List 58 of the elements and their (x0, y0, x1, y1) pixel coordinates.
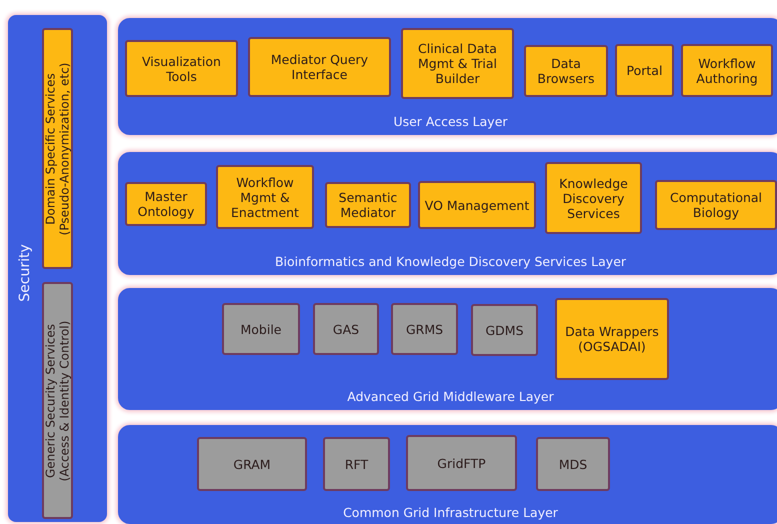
component-label: GDMS (485, 322, 524, 338)
security-column (8, 15, 107, 522)
component-label: Visualization Tools (141, 54, 222, 84)
component-label: Data Browsers (536, 56, 596, 86)
component-box (406, 435, 517, 491)
component-box (248, 37, 391, 97)
layer-title: User Access Layer (392, 114, 509, 129)
component-box (536, 437, 610, 491)
component-label: GRMS (406, 322, 444, 336)
service-label: Generic Security Services (44, 323, 58, 478)
layer-band (118, 152, 777, 275)
component-label: Mediator Query Interface (270, 52, 370, 82)
service-panel (42, 282, 73, 519)
component-label: Mobile (240, 322, 282, 336)
component-label: GRAM (233, 456, 271, 472)
service-label: (Pseudo-Anonymization, etc) (58, 62, 72, 235)
component-label: GridFTP (437, 456, 486, 470)
component-box (655, 180, 777, 230)
layer-title: Advanced Grid Middleware Layer (346, 389, 555, 404)
component-label: GAS (332, 322, 360, 336)
component-label: Data Wrappers (OGSADAI) (564, 324, 660, 354)
layer-band (118, 288, 777, 410)
component-box (391, 303, 458, 355)
component-box (418, 181, 536, 229)
service-label: Domain Specific Services (44, 72, 58, 224)
layer-band (118, 425, 777, 524)
component-box (313, 303, 379, 355)
component-label: Computational Biology (668, 190, 764, 220)
service-label: (Access & Identity Control) (58, 320, 72, 481)
layer-title: Bioinformatics and Knowledge Discovery Services Layer (274, 254, 628, 269)
column-title: Security (17, 243, 33, 304)
service-panel (42, 28, 73, 269)
component-box (471, 304, 538, 356)
component-box (615, 44, 674, 97)
component-box (323, 437, 390, 491)
component-label: MDS (558, 456, 588, 472)
component-box (524, 45, 608, 97)
component-box (222, 303, 300, 355)
component-box (555, 298, 669, 380)
layer-band (118, 18, 777, 135)
component-box (325, 182, 411, 228)
component-box (125, 40, 238, 97)
component-box (681, 44, 773, 97)
component-label: Portal (626, 63, 662, 78)
component-box (401, 28, 514, 99)
component-box (216, 165, 314, 229)
component-box (197, 437, 307, 491)
component-label: Workflow Mgmt & Enactment (230, 174, 300, 220)
component-box (125, 182, 207, 226)
component-label: RFT (344, 456, 368, 472)
component-label: Knowledge Discovery Services (558, 176, 629, 220)
component-box (545, 162, 642, 234)
layer-title: Common Grid Infrastructure Layer (342, 505, 559, 520)
component-label: Workflow Authoring (695, 56, 759, 86)
component-label: Master Ontology (136, 189, 196, 219)
component-label: Semantic Mediator (338, 190, 398, 220)
component-label: VO Management (424, 198, 530, 212)
component-label: Clinical Data Mgmt & Trial Builder (416, 41, 498, 86)
